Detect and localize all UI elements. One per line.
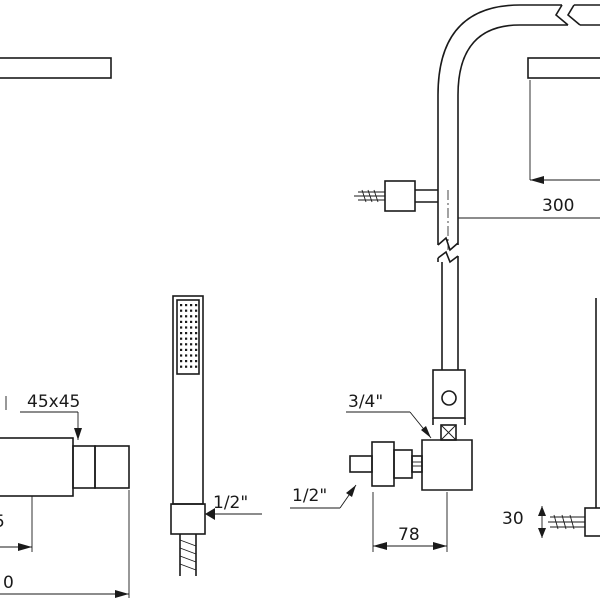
nozzle-dot [185,343,188,346]
nozzle-dot [185,309,188,312]
left-shower-arm [0,57,112,79]
wall-outlet [0,437,130,497]
nozzle-dot [190,365,193,368]
nozzle-dot [195,320,198,323]
nozzle-dot [180,332,183,335]
nozzle-dot [195,332,198,335]
nozzle-dot [180,354,183,357]
nozzle-dot [190,326,193,329]
nozzle-dot [195,309,198,312]
nozzle-dot [185,348,188,351]
nozzle-dot [180,360,183,363]
leader-1-2-hose [205,508,262,520]
dim-3-4-label: 3/4" [348,392,383,412]
nozzle-dot [180,309,183,312]
dim-bottom-partial [0,490,130,598]
nozzle-dot [190,320,193,323]
nozzle-dot [195,337,198,340]
nozzle-dot [180,315,183,318]
nozzle-dot [180,348,183,351]
nozzle-dot [185,354,188,357]
dim-30-label: 30 [502,509,524,529]
nozzle-dot [185,337,188,340]
nozzle-dot [190,360,193,363]
nozzle-dot [195,326,198,329]
lower-riser [437,250,459,370]
nozzle-dot [190,309,193,312]
riser-clamp [432,369,466,441]
nozzle-dot [180,326,183,329]
dim-300-label: 300 [542,196,574,216]
nozzle-dot [190,315,193,318]
nozzle-dot [190,354,193,357]
dim-300 [458,80,600,219]
nozzle-dot [180,337,183,340]
nozzle-dot [185,332,188,335]
nozzle-dot [190,343,193,346]
nozzle-dot [190,348,193,351]
nozzle-dot [190,332,193,335]
nozzle-dot [190,304,193,307]
nozzle-dot [195,365,198,368]
nozzle-dot [180,365,183,368]
nozzle-dot [180,304,183,307]
elbow-fitting [349,439,473,491]
nozzle-dot [195,348,198,351]
leader-3-4 [346,411,432,439]
nozzle-dot [195,315,198,318]
nozzle-dot [190,337,193,340]
nozzle-dot [195,304,198,307]
dim-1-2-inlet-label: 1/2" [292,486,327,506]
nozzle-dot [185,365,188,368]
wall-bracket [354,180,438,212]
nozzle-dot [180,343,183,346]
dim-78 [372,492,448,552]
nozzle-dot [185,320,188,323]
leader-1-2-inlet [290,484,357,509]
dim-30 [538,506,546,538]
nozzle-dot [185,304,188,307]
nozzle-dot [195,343,198,346]
right-shower-head [527,57,600,79]
dim-45x45 [5,396,82,440]
curved-riser [437,4,600,252]
dim-left-partial-label: 5 [0,512,5,532]
right-wall-connection [548,298,600,537]
nozzle-dot [195,360,198,363]
dim-78-label: 78 [398,525,420,545]
nozzle-dot [180,320,183,323]
dim-bottom-partial-label: 0 [3,573,14,593]
dim-45x45-label: 45x45 [27,392,80,412]
nozzle-dot [185,315,188,318]
nozzle-dot [195,354,198,357]
hand-shower [170,295,206,576]
nozzle-dot [185,360,188,363]
hand-shower-nozzles [180,304,198,368]
dim-left-partial [0,496,33,552]
nozzle-dot [185,326,188,329]
dim-1-2-hose-label: 1/2" [213,493,248,513]
